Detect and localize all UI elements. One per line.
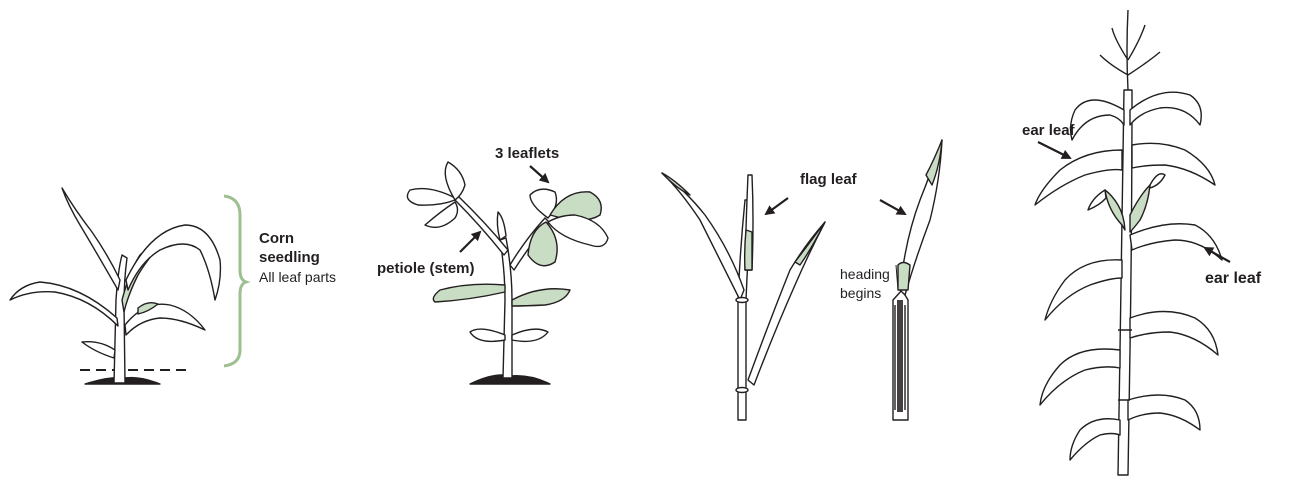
mature-corn-illustration	[1035, 10, 1222, 475]
leaflets-label: 3 leaflets	[495, 145, 559, 162]
corn-seedling-title-line1: Corn	[259, 230, 294, 247]
wheat-leaf-tip	[662, 173, 690, 195]
corn-leaf	[1128, 395, 1200, 430]
petiole-arrow	[460, 232, 480, 252]
corn-leaf	[1130, 312, 1218, 356]
corn-silk	[1088, 190, 1106, 210]
wheat-node	[736, 298, 748, 303]
wheat-heading-illustration	[893, 140, 942, 420]
petiole-label: petiole (stem)	[377, 260, 475, 277]
corn-leaf	[1071, 100, 1124, 140]
seedling-leaf	[62, 188, 120, 290]
seedling-leaf	[10, 282, 118, 326]
seedling-leaf	[126, 225, 220, 300]
soybean-leaflet	[528, 222, 557, 266]
soybean-cotyledon	[470, 329, 505, 341]
ear-leaf-left-label: ear leaf	[1022, 122, 1075, 139]
wheat-leaf	[748, 222, 825, 385]
corn-leaf	[1132, 143, 1215, 185]
flag-leaf-label: flag leaf	[800, 171, 857, 188]
ear-leaf-right-label: ear leaf	[1205, 270, 1261, 288]
corn-silk	[1150, 174, 1165, 188]
wheat-leaf	[662, 173, 744, 300]
wheat-node	[736, 388, 748, 393]
corn-seedling-title-line2: seedling	[259, 249, 320, 266]
corn-tassel	[1100, 10, 1160, 90]
corn-leaf	[1045, 260, 1122, 320]
soybean-leaflet	[407, 189, 455, 206]
corn-leaf	[1040, 349, 1120, 405]
heading-flag-leaf-arrow	[880, 200, 905, 214]
seedling-bracket	[224, 196, 246, 366]
soybean-cotyledon	[512, 329, 548, 341]
soybean-leaf	[512, 289, 570, 306]
corn-leaf	[1130, 224, 1222, 260]
wheat-tiller-illustration	[662, 173, 825, 420]
wheat-flag-leaf-arrow	[766, 198, 788, 214]
seedling-leaf	[82, 342, 115, 358]
corn-seedling-illustration	[10, 188, 220, 384]
wheat-leaf-tip	[795, 222, 825, 265]
corn-ear	[1130, 185, 1150, 232]
soybean-leaf	[433, 284, 505, 302]
ear-leaf-left-arrow	[1038, 142, 1070, 158]
soybean-main-stem	[500, 238, 512, 378]
corn-leaf	[1130, 92, 1201, 125]
heading-begins-line2: begins	[840, 285, 881, 301]
corn-leaf	[1070, 419, 1120, 460]
corn-seedling-subtitle: All leaf parts	[259, 269, 336, 285]
soybean-leaflet	[425, 202, 458, 227]
heading-begins-line1: heading	[840, 266, 890, 282]
soybean-tip	[497, 212, 506, 240]
heading-green	[898, 263, 910, 291]
leaflets-arrow	[530, 166, 548, 182]
seedling-leaf	[125, 304, 205, 335]
wheat-flag-leaf-shade	[745, 230, 752, 270]
heading-grain-band	[897, 300, 903, 412]
